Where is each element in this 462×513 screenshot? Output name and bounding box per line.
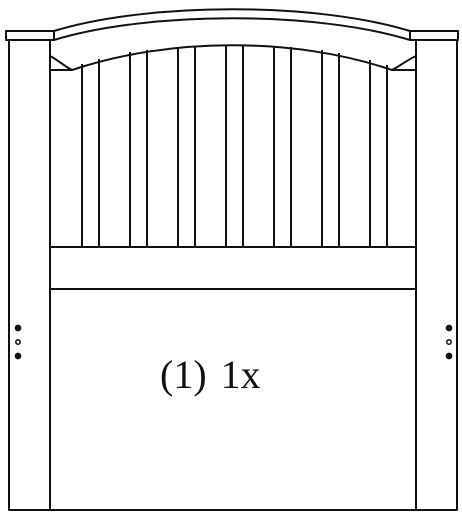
- headboard-outline: [5, 8, 459, 511]
- top-rail-upper-edge: [53, 8, 411, 32]
- bolt-hole: [446, 339, 452, 345]
- bolt-hole: [15, 339, 21, 345]
- left-post: [8, 39, 51, 511]
- part-quantity: 1x: [220, 352, 261, 397]
- right-post-holes: [445, 324, 453, 360]
- bolt-hole: [445, 352, 453, 360]
- right-post: [415, 39, 458, 511]
- bolt-hole: [14, 352, 22, 360]
- slats: [81, 45, 388, 247]
- lower-rail: [49, 246, 417, 290]
- top-rail-right-taper: [391, 55, 417, 71]
- part-label: (1) 1x: [160, 350, 300, 400]
- left-post-cap: [5, 30, 55, 41]
- part-number: (1): [160, 352, 207, 397]
- top-rail-middle-edge: [53, 17, 411, 41]
- left-post-holes: [14, 324, 22, 360]
- bolt-hole: [14, 324, 22, 332]
- bolt-hole: [445, 324, 453, 332]
- right-post-cap: [409, 30, 459, 41]
- top-rail-lower-edge: [50, 44, 416, 71]
- top-rail-left-taper: [49, 55, 73, 71]
